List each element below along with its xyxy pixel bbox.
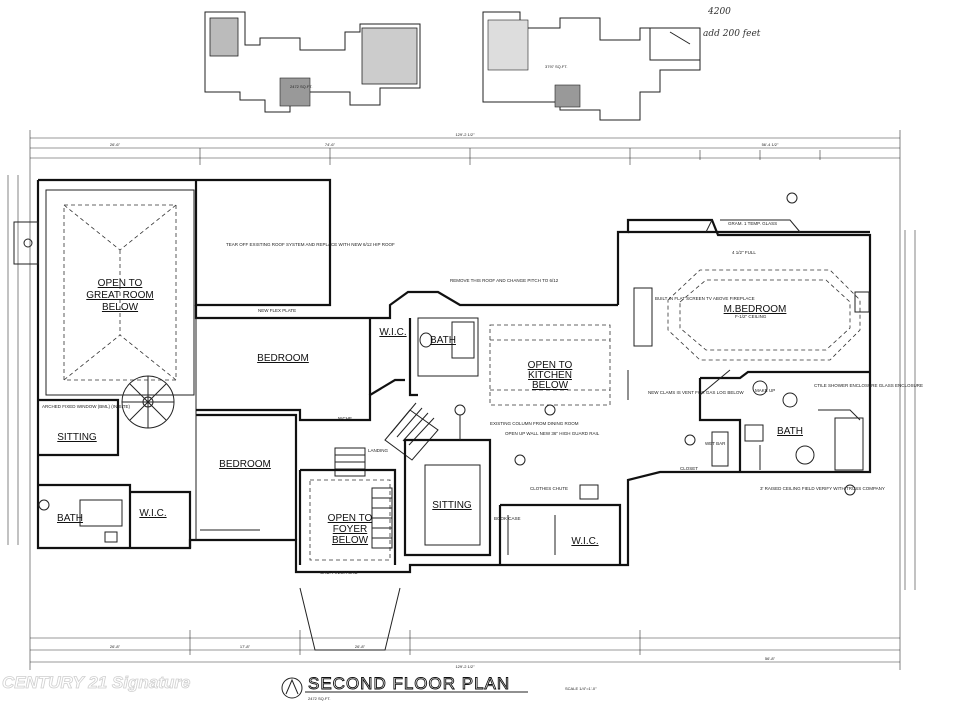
thumbnail-plan-left: 2472 SQ.FT. — [204, 11, 421, 113]
label-wic-left: W.I.C. — [139, 508, 166, 519]
label-bedroom-upper: BEDROOM — [257, 353, 309, 364]
note-new-flex: NEW FLEX PLATE — [258, 308, 296, 313]
kitchen-open-area — [489, 324, 611, 406]
note-remove-roof: REMOVE THIS ROOF AND CHANGE PITCH TO 6/1… — [450, 278, 559, 283]
label-open-foyer-1: OPEN TO — [328, 513, 373, 524]
note-book-case: BOOK CASE — [494, 516, 521, 521]
label-open-great-room-2: GREAT ROOM — [86, 290, 153, 301]
dimension-lines: 129'-2 1/2" 26'-6" 74'-6" 56'-4 1/2" 26'… — [7, 130, 916, 670]
label-open-foyer-3: BELOW — [332, 535, 369, 546]
label-open-kitchen-2: KITCHEN — [528, 370, 572, 381]
label-master-bath: BATH — [777, 426, 803, 437]
note-mbed-glass: GRAM. 1 TEMP. GLASS — [728, 221, 777, 226]
master-bedroom-area — [627, 269, 870, 400]
label-open-kitchen-3: BELOW — [532, 380, 569, 391]
wic-center-room — [498, 484, 622, 565]
note-vent: NEW CLAMS IS VENT FOR GAS LOG BELOW — [648, 390, 744, 395]
master-bath-area — [698, 369, 870, 472]
foyer-open-area — [298, 468, 401, 651]
label-bath-left: BATH — [57, 513, 83, 524]
handwritten-note: add 200 feet — [703, 29, 761, 39]
watermark: CENTURY 21 Signature — [2, 673, 190, 692]
label-sitting-center: SITTING — [432, 500, 472, 511]
label-bedroom-lower: BEDROOM — [219, 459, 271, 470]
dim-bottom-3: 26'-8" — [355, 644, 366, 649]
note-shower: CTILE SHOWER ENCLOSURE GLASS ENCLOSURE — [814, 383, 923, 388]
note-stairs-foyer: CRB. FINISH CRB — [320, 570, 358, 575]
label-master-bedroom: M.BEDROOM — [724, 304, 787, 315]
plan-area: 2472 SQ.FT. — [308, 696, 330, 701]
thumbnail-right-area: 3797 SQ.FT. — [545, 64, 567, 69]
note-arched-window: ARCHED FIXED WINDOW (BML) (IN SITE) — [42, 404, 130, 409]
note-mbed-ceiling: F-1/2" CEILING — [735, 314, 767, 319]
plan-title: SECOND FLOOR PLAN — [308, 674, 510, 693]
bedroom-lower-left — [195, 318, 298, 540]
note-landing: LANDING — [368, 448, 389, 453]
bedroom-upper — [196, 317, 479, 422]
spiral-staircase — [121, 375, 175, 429]
note-make-up: MAKE UP — [755, 388, 775, 393]
label-open-great-room-1: OPEN TO — [98, 278, 143, 289]
label-wic-top: W.I.C. — [379, 327, 406, 338]
thumbnail-left-area: 2472 SQ.FT. — [290, 84, 312, 89]
dim-top-mid: 74'-6" — [325, 142, 336, 147]
great-room-open-area — [13, 189, 195, 396]
dim-top-left: 26'-6" — [110, 142, 121, 147]
dim-bottom-4: 56'-8" — [765, 656, 776, 661]
plan-notes: TEAR OFF EXISTING ROOF SYSTEM AND REPLAC… — [42, 221, 923, 575]
note-fireplace: BUILT IN FLAT SCREEN TV ABOVE FIREPLACE — [655, 296, 755, 301]
dim-bottom-2: 17'-8" — [240, 644, 251, 649]
label-open-great-room-3: BELOW — [102, 302, 139, 313]
note-wall-full: 4 1/2" FULL — [732, 250, 756, 255]
dim-bottom-1: 26'-8" — [110, 644, 121, 649]
label-wic-center: W.I.C. — [571, 536, 598, 547]
dim-top-right: 56'-4 1/2" — [762, 142, 779, 147]
plan-scale: SCALE 1/4"=1'-0" — [565, 686, 597, 691]
handwritten-number: 4200 — [707, 7, 731, 17]
room-labels: OPEN TO GREAT ROOM BELOW BEDROOM BEDROOM… — [57, 278, 803, 547]
thumbnail-plan-right: 3797 SQ.FT. 4200 add 200 feet — [482, 7, 761, 121]
label-open-kitchen-1: OPEN TO — [528, 360, 573, 371]
sitting-center-room — [403, 415, 492, 557]
title-block: SECOND FLOOR PLAN SCALE 1/4"=1'-0" 2472 … — [281, 674, 597, 701]
section-markers — [454, 192, 856, 496]
note-tear-off: TEAR OFF EXISTING ROOF SYSTEM AND REPLAC… — [226, 242, 395, 247]
label-bath-top: BATH — [430, 335, 456, 346]
note-open-wall: OPEN UP WALL NEW 36" HIGH GUARD RAIL — [505, 431, 600, 436]
note-clothes-chute: CLOTHES CHUTE — [530, 486, 568, 491]
note-niche: NICHE — [338, 416, 352, 421]
label-open-foyer-2: FOYER — [333, 524, 367, 535]
dim-overall-top: 129'-2 1/2" — [455, 132, 475, 137]
label-sitting-left: SITTING — [57, 432, 97, 443]
dim-bottom-total: 129'-2 1/2" — [455, 664, 475, 669]
note-existing-column: EXISTING COLUMN FROM DINING ROOM — [490, 421, 579, 426]
note-raised-ceiling: 3' RAISED CEILING FIELD VERIFY WITH TRUS… — [760, 486, 885, 491]
note-closet: CLOSET — [680, 466, 698, 471]
left-wing-rooms — [38, 398, 192, 548]
note-wet-bar: WET BAR — [705, 441, 726, 446]
